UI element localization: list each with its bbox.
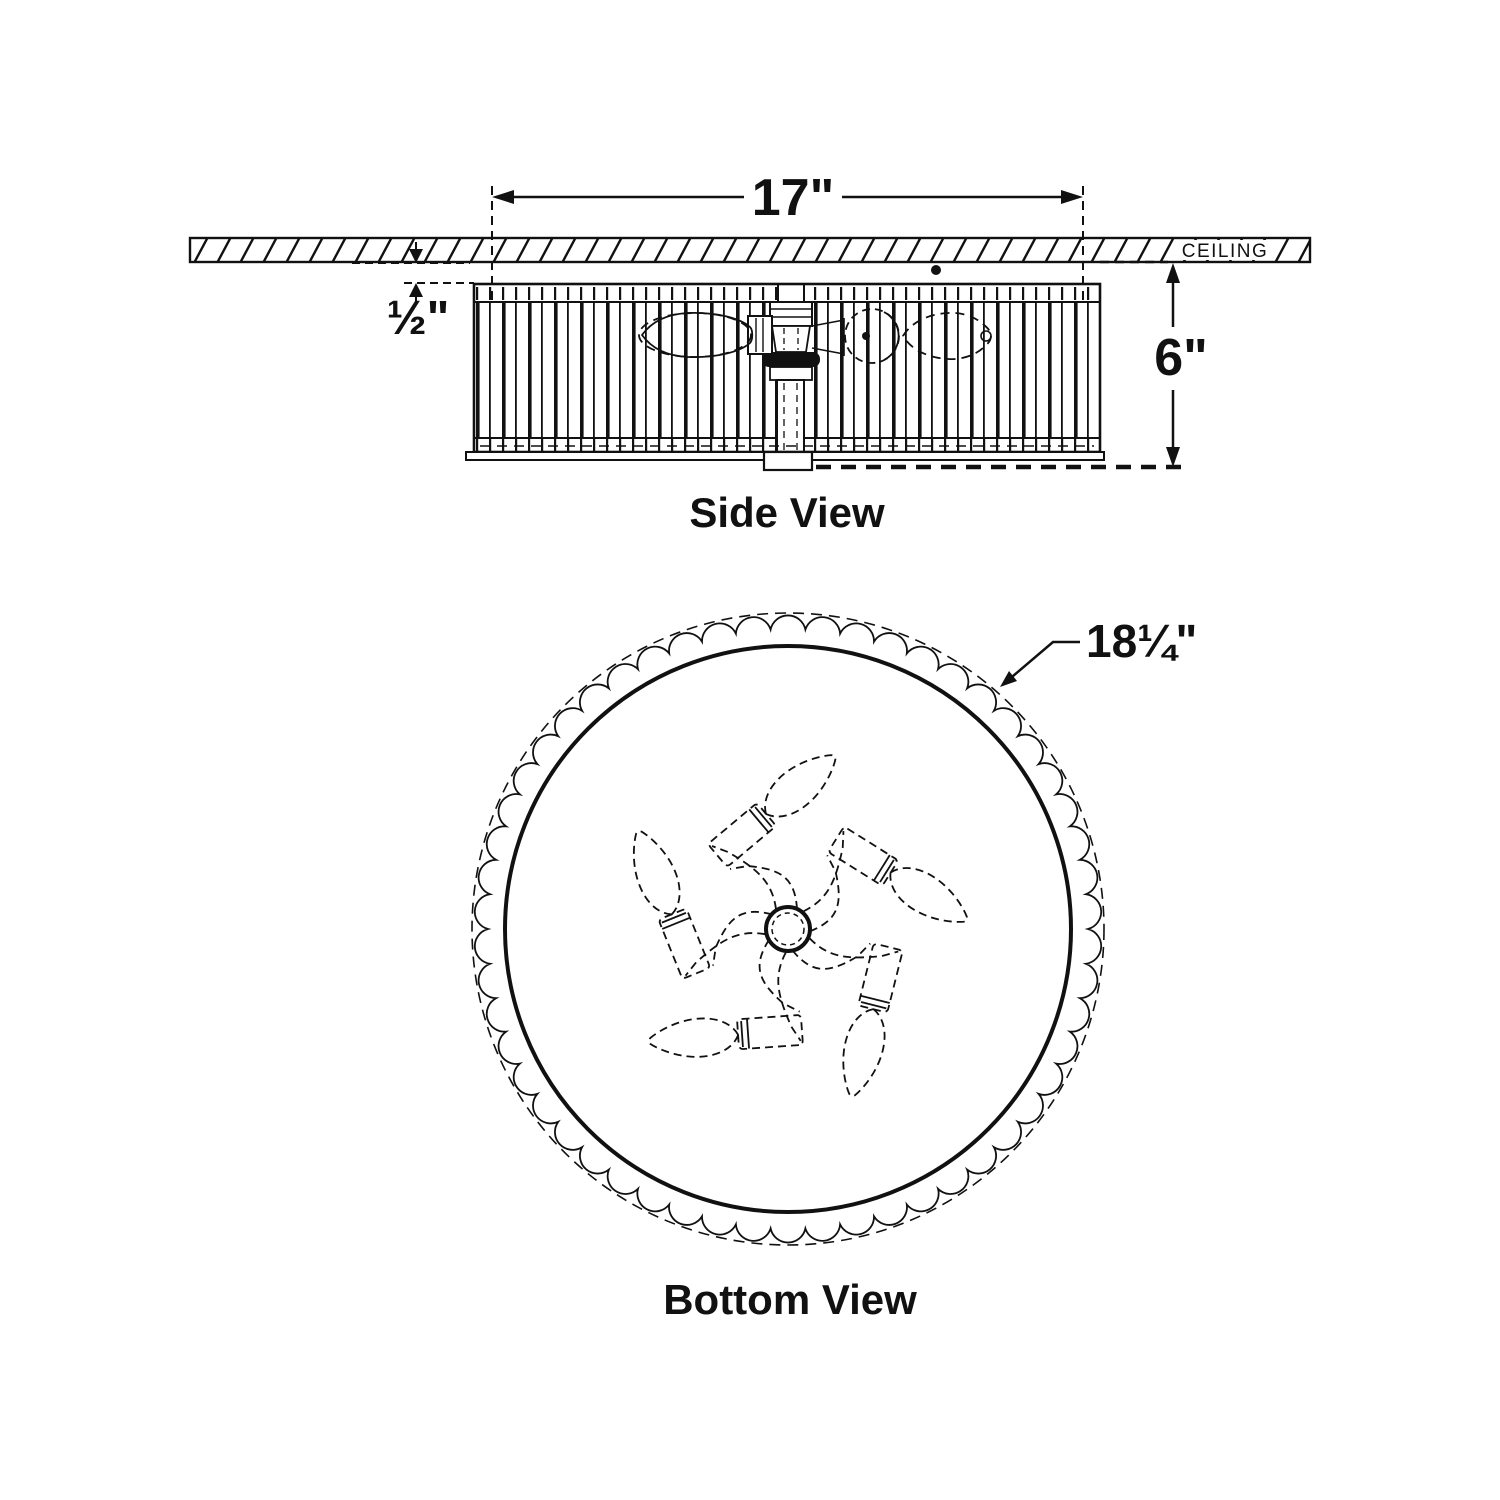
stem-column [776, 379, 805, 453]
dim-width-label: 17" [752, 169, 835, 227]
left-socket [747, 315, 773, 355]
stem-upper-socket [769, 301, 813, 327]
arm-curve-outer [711, 845, 777, 910]
arrow-up-icon [409, 283, 423, 297]
mounting-dot [931, 265, 941, 275]
dim-width: 17" [491, 169, 1084, 300]
drum-shade [465, 282, 1105, 472]
right-round-bulb-edge [883, 311, 900, 361]
arm-socket [708, 803, 776, 867]
center-stem [762, 283, 820, 453]
far-right-bulb-flame [901, 311, 992, 361]
lamp-arm [708, 754, 837, 910]
ceiling-label: CEILING [1182, 241, 1269, 262]
socket-body [708, 803, 776, 867]
stem-bottom-box [762, 450, 814, 472]
right-bulb-dot [862, 332, 870, 340]
dim-diameter: 18¼" [1000, 615, 1197, 687]
arm-bulb [764, 754, 837, 818]
bottom-view: 18¼" Bottom View [471, 612, 1197, 1323]
scallop-ring [473, 614, 1103, 1244]
ceiling-band [188, 236, 1312, 264]
center-hub [764, 905, 812, 953]
left-bulb-flame [640, 312, 754, 358]
dim-diameter-label: 18¼" [1086, 615, 1197, 667]
dim-recess: ½" [352, 242, 474, 345]
dim-height: 6" [816, 260, 1208, 470]
stem-mid [770, 325, 812, 353]
arm-curve-inner [729, 865, 798, 910]
far-right-bulb-tip [980, 330, 992, 342]
lamp-arm [781, 794, 986, 980]
stem-collar [769, 366, 813, 381]
arrow-down-icon [1166, 447, 1180, 467]
outer-dashed-circle [471, 612, 1105, 1246]
ceiling-label-backdrop [1182, 240, 1268, 260]
side-view-title: Side View [689, 489, 885, 536]
diffuser-circle [503, 644, 1073, 1214]
right-bracket [811, 318, 845, 356]
right-bulb-assembly [811, 308, 992, 364]
center-hub-inner [771, 912, 805, 946]
arrow-leader-icon [1000, 671, 1017, 687]
arrow-right-icon [1061, 190, 1083, 204]
lamp-arm [629, 909, 842, 1129]
dim-recess-label: ½" [387, 292, 450, 345]
arrow-up-icon [1166, 263, 1180, 283]
socket-cap-line [754, 806, 773, 828]
bottom-view-title: Bottom View [663, 1276, 917, 1323]
side-view: CEILING [188, 169, 1312, 536]
socket-cap-line [748, 808, 770, 833]
arrow-left-icon [492, 190, 514, 204]
stem-black-band [762, 352, 820, 367]
dim-diameter-leader [1005, 640, 1080, 683]
left-bulb-assembly [638, 312, 773, 358]
stem-neck [777, 283, 805, 303]
arrow-down-icon [409, 249, 423, 263]
bulb-flame [764, 754, 837, 818]
dim-height-label: 6" [1154, 329, 1208, 387]
